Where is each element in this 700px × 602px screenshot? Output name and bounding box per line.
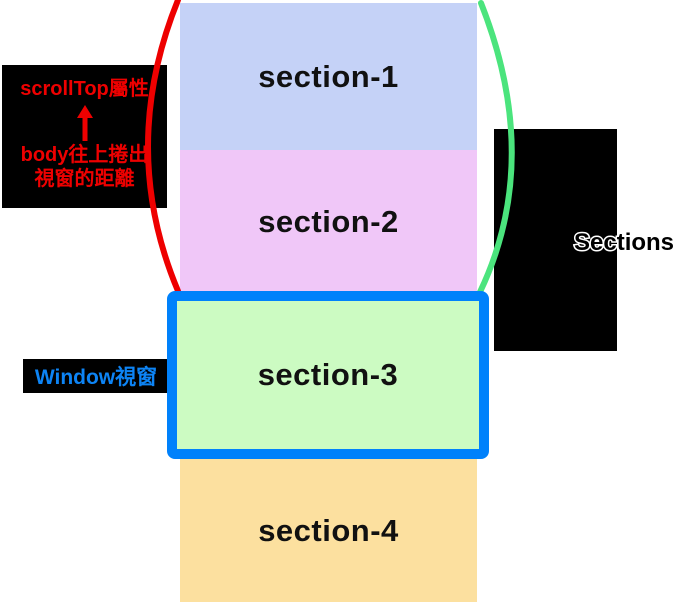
section-3-label: section-3	[257, 357, 399, 392]
section-4-block: section-4	[180, 459, 477, 602]
sections-label-container: Sections	[573, 228, 676, 258]
section-1-block: section-1	[180, 3, 477, 150]
section-2-label: section-2	[258, 203, 399, 239]
sections-label: Sections	[574, 229, 674, 256]
scrolltop-desc-line1: body往上捲出	[20, 144, 149, 166]
section-1-label: section-1	[258, 58, 399, 94]
window-viewport-box: section-3	[167, 291, 489, 459]
scrolltop-title: scrollTop屬性	[20, 78, 149, 100]
window-label: Window視窗	[34, 366, 158, 389]
section-2-block: section-2	[180, 150, 477, 293]
section-4-label: section-4	[258, 512, 399, 548]
up-arrow-icon	[76, 105, 93, 141]
scrolltop-annotation-plate: scrollTop屬性 body往上捲出 視窗的距離	[2, 65, 167, 208]
window-label-plate: Window視窗	[23, 359, 169, 393]
scrolltop-desc-line2: 視窗的距離	[34, 168, 135, 190]
